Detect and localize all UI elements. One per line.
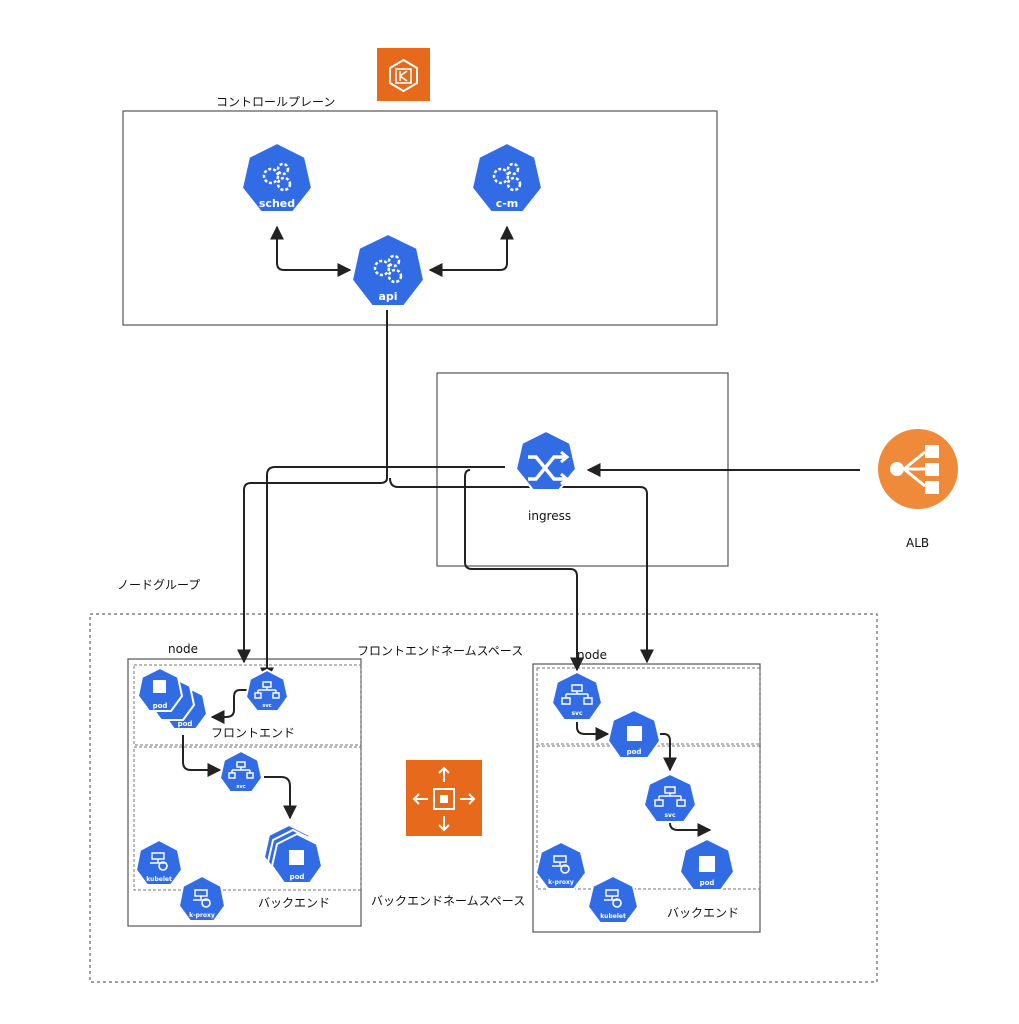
alb-label: ALB	[906, 536, 930, 550]
pod-icon	[678, 837, 736, 891]
connector-frontend-pod-backend-svc	[182, 735, 222, 777]
pod-caption: pod	[627, 748, 642, 756]
connector-api-sched	[270, 225, 352, 277]
control-plane-box	[122, 110, 718, 326]
kubelet-icon	[134, 838, 184, 886]
node-right-label: node	[577, 648, 607, 662]
ec2-instance-icon	[406, 760, 482, 836]
pod-caption: pod	[153, 702, 168, 710]
k-proxy-caption: k-proxy	[189, 912, 215, 919]
k-proxy-icon	[177, 874, 227, 922]
connector-frontend-svc-pod	[210, 689, 248, 724]
svc-icon	[642, 772, 698, 823]
cm-icon	[470, 141, 544, 213]
node-left-label: node	[168, 642, 198, 656]
backend-right-label: バックエンド	[667, 906, 740, 920]
api-caption: api	[378, 290, 397, 303]
connector-to-frontend-svc	[260, 466, 505, 682]
frontend-left-label: フロントエンド	[211, 726, 296, 740]
connector-api-cm	[428, 225, 514, 277]
connector-right-svc-pod-bottom	[669, 818, 712, 837]
api-icon	[350, 232, 426, 307]
cm-caption: c-m	[496, 197, 519, 210]
pod-caption: pod	[178, 720, 193, 728]
backend-namespace-label: バックエンドネームスペース	[371, 894, 526, 908]
svc-icon	[244, 668, 290, 712]
connector-right-pod-svc	[660, 733, 677, 772]
connector-ingress-right-svc	[464, 469, 584, 672]
pod-icon	[136, 666, 209, 730]
svc-icon	[550, 670, 604, 721]
svc-caption: svc	[571, 710, 582, 717]
pod-icon	[606, 708, 662, 759]
pod-caption: pod	[700, 879, 715, 887]
kubelet-caption: kubelet	[146, 876, 172, 883]
control-plane-label: コントロールプレーン	[216, 95, 336, 109]
eks-icon	[377, 48, 430, 101]
svc-caption: svc	[664, 812, 675, 819]
k-proxy-caption: k-proxy	[548, 879, 574, 886]
connector-to-frontend-node	[237, 477, 388, 664]
node-group-box	[89, 613, 878, 983]
node-group-label: ノードグループ	[117, 578, 201, 592]
ingress-label: ingress	[528, 509, 572, 523]
frontend-namespace-label: フロントエンドネームスペース	[357, 644, 524, 658]
svc-caption: svc	[262, 703, 271, 709]
svc-icon	[218, 749, 264, 793]
k-proxy-icon	[534, 840, 588, 890]
alb-icon	[878, 429, 958, 509]
svc-caption: svc	[236, 784, 245, 790]
connector-api-right-node	[389, 477, 654, 664]
ingress-icon	[514, 429, 578, 491]
backend-left-label: バックエンド	[258, 896, 331, 910]
kubelet-caption: kubelet	[600, 913, 626, 920]
kubelet-icon	[586, 874, 640, 924]
connector-backend-svc-pod-left	[264, 776, 297, 820]
pod-icon	[262, 823, 324, 884]
connector-right-svc-pod	[576, 722, 610, 741]
frontend-namespace-left	[133, 664, 362, 746]
sched-caption: sched	[259, 197, 295, 210]
pod-caption: pod	[290, 873, 305, 881]
sched-icon	[240, 141, 314, 213]
